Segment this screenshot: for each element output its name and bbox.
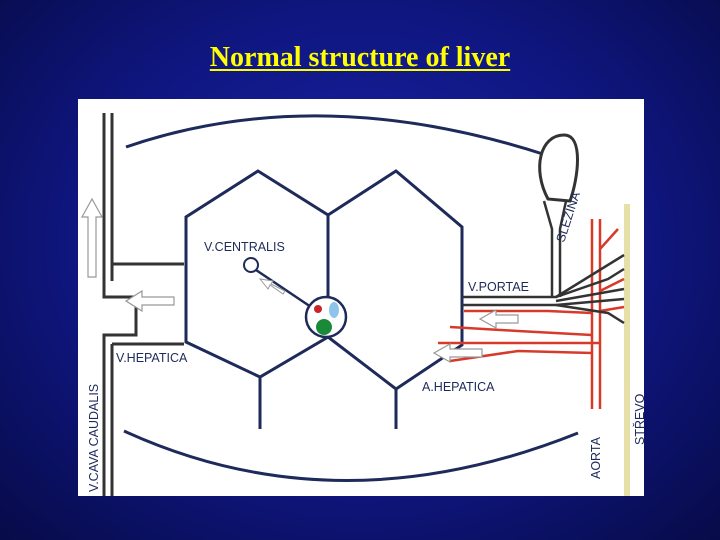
portal-flow-arrow (478, 308, 519, 330)
triad-portal-vein (316, 319, 332, 335)
triad-bile-duct (329, 302, 339, 318)
intestine-band (624, 204, 630, 496)
triad-artery (314, 305, 322, 313)
portal-vein-fan-1 (555, 253, 625, 299)
label-strevo: STŘEVO (632, 393, 644, 445)
vena-hepatica-left-arrow (124, 289, 175, 313)
central-vein (243, 257, 259, 273)
central-vein-arrow (258, 278, 286, 295)
liver-diagram: V.CENTRALIS V.PORTAE V.HEPATICA A.HEPATI… (78, 99, 644, 496)
portal-vein-lower (462, 303, 625, 325)
capsule-top-arc (125, 114, 547, 157)
label-v-centralis: V.CENTRALIS (204, 240, 285, 254)
vena-cava-inner-top (110, 113, 184, 266)
label-v-portae: V.PORTAE (468, 280, 529, 294)
label-v-hepatica: V.HEPATICA (116, 351, 188, 365)
portal-vein-upper (462, 267, 625, 299)
arterial-flow-arrow (432, 342, 483, 364)
artery-branch-6 (599, 277, 625, 293)
splenic-vein-1 (542, 200, 554, 297)
artery-branch-2 (449, 325, 593, 337)
slide-title: Normal structure of liver (209, 42, 511, 73)
spleen (538, 133, 579, 203)
splenic-vein-2 (558, 200, 568, 297)
artery-branch-7 (599, 305, 625, 313)
liver-diagram-svg: V.CENTRALIS V.PORTAE V.HEPATICA A.HEPATI… (80, 113, 644, 496)
vena-cava-up-arrow (80, 197, 104, 278)
portal-vein-fan-2 (555, 287, 625, 303)
central-vein-connector (255, 268, 315, 311)
vena-cava-left-wall (102, 113, 138, 496)
portal-vein-fan-3 (555, 297, 625, 307)
hex-lobule-left (184, 169, 330, 379)
label-aorta: AORTA (589, 436, 603, 479)
label-v-cava-caudalis: V.CAVA CAUDALIS (87, 384, 101, 492)
capsule-bottom-arc (123, 429, 579, 482)
artery-branch-3 (449, 349, 593, 363)
artery-branch-5 (599, 228, 619, 250)
artery-branch-4 (464, 309, 593, 315)
label-a-hepatica: A.HEPATICA (422, 380, 495, 394)
